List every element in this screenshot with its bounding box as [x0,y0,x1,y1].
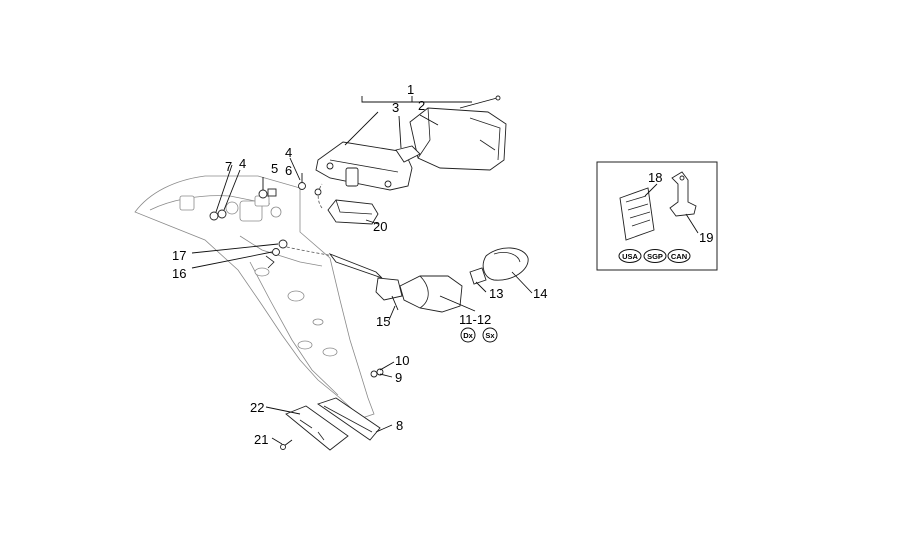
callout-17: 17 [172,248,186,263]
side-badges: Dx Sx [460,327,498,343]
badge-left-side: Sx [485,331,495,340]
badge-usa: USA [622,252,638,261]
callout-21: 21 [254,432,268,447]
callout-4-lower: 4 [239,156,246,171]
turn-signal-assembly [265,239,529,313]
tail-light-assembly [315,95,507,191]
market-badges: USA SGP CAN [618,249,691,263]
callout-8: 8 [396,418,403,433]
plate-bracket-group [280,368,384,451]
callout-14: 14 [533,286,547,301]
callout-6: 6 [285,163,292,178]
plate-light [317,183,379,225]
badge-right-side: Dx [463,331,473,340]
callout-19: 19 [699,230,713,245]
callout-5: 5 [271,161,278,176]
callout-3: 3 [392,100,399,115]
callout-11-12: 11-12 [459,312,491,327]
callout-20: 20 [373,219,387,234]
callout-labels: 1 2 3 4 4 5 6 7 8 9 10 11-12 13 14 15 16… [172,82,713,447]
rear-mudguard [134,175,375,419]
badge-sgp: SGP [647,252,663,261]
callout-13: 13 [489,286,503,301]
callout-9: 9 [395,370,402,385]
callout-22: 22 [250,400,264,415]
callout-4-upper: 4 [285,145,292,160]
callout-15: 15 [376,314,390,329]
callout-2: 2 [418,98,425,113]
fastener-group-upper [209,182,322,221]
callout-16: 16 [172,266,186,281]
badge-can: CAN [671,252,687,261]
callout-1: 1 [407,82,414,97]
leader-lines [191,96,699,445]
callout-7: 7 [225,159,232,174]
callout-10: 10 [395,353,409,368]
callout-18: 18 [648,170,662,185]
